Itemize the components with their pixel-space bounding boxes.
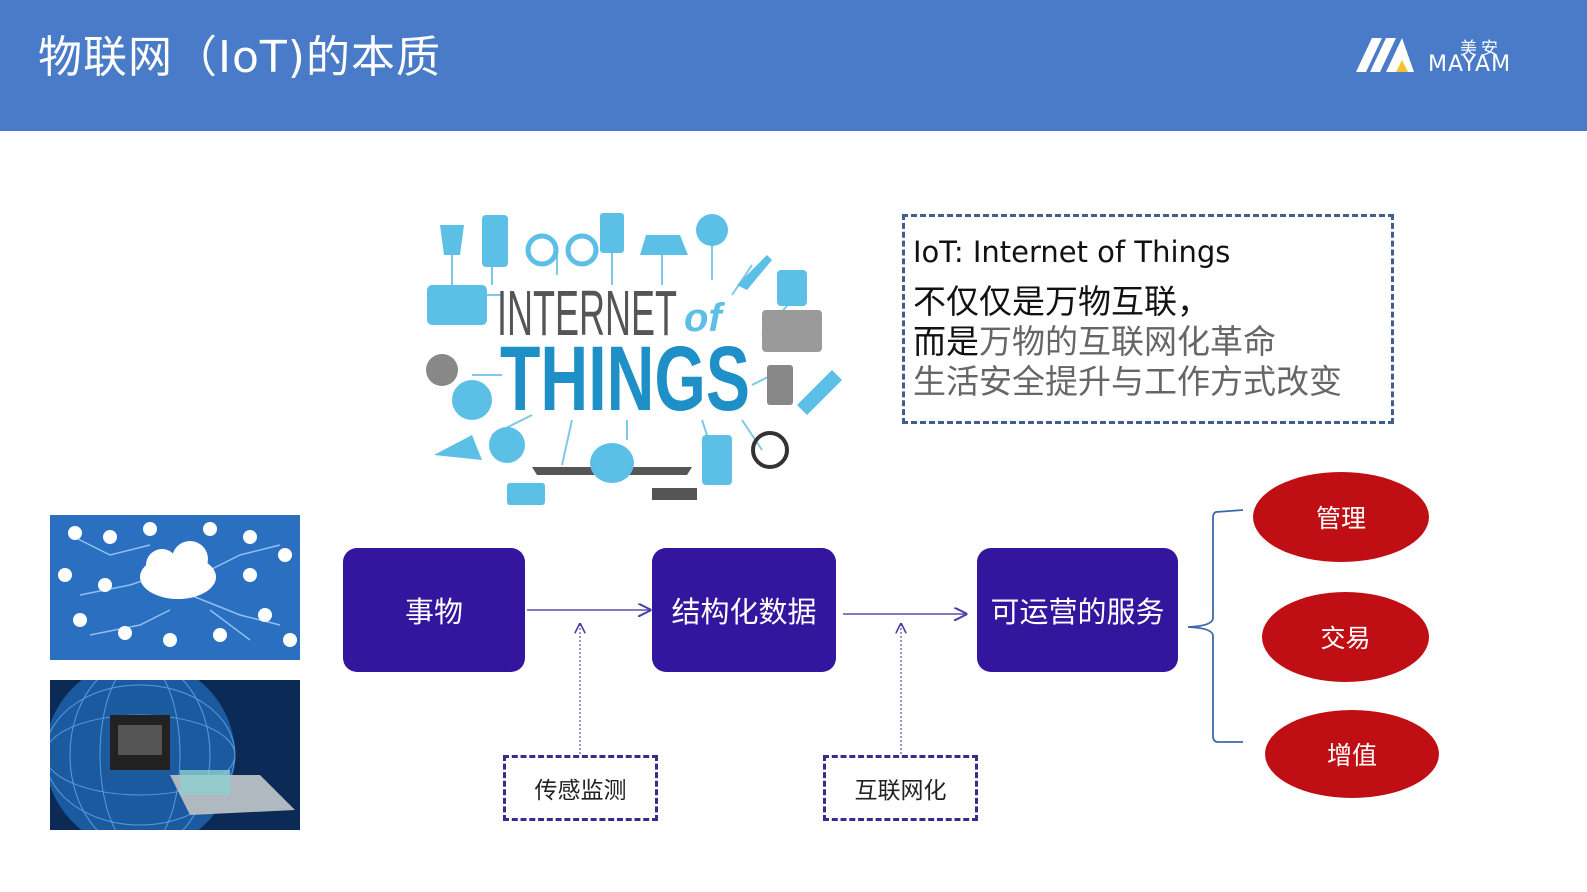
page-title: 物联网（IoT)的本质 [38, 32, 441, 83]
logo-chinese-text: 美安 [1460, 39, 1502, 59]
callout-line-2: 不仅仅是万物互联， [913, 282, 1210, 321]
callout-line-3-rest: 万物的互联网化革命 [979, 322, 1276, 361]
plant-icon [440, 225, 464, 255]
callout-line-3-prefix: 而是 [913, 322, 979, 361]
iot-definition-callout: IoT: Internet of Things 不仅仅是万物互联， 而是万物的互… [902, 214, 1394, 424]
flow-node-things: 事物 [343, 548, 525, 672]
fridge-icon [600, 213, 624, 253]
scale-icon [777, 270, 807, 306]
airplane-icon [737, 255, 772, 290]
clock-icon [751, 431, 789, 469]
header-bar [0, 0, 1587, 131]
input-internetization: 互联网化 [823, 755, 978, 821]
speaker-icon [702, 435, 732, 485]
outcome-brace [1187, 509, 1244, 743]
laptop-icon [652, 488, 697, 500]
microwave-icon [762, 310, 822, 352]
ethernet-globe-image [50, 680, 300, 830]
callout-line-1: IoT: Internet of Things [913, 235, 1231, 269]
gear-icon [426, 354, 458, 386]
things-word: THINGS [500, 328, 750, 430]
fan-icon [696, 214, 728, 246]
telephone-icon [489, 427, 525, 463]
internet-of-things-illustration: INTERNET of THINGS [412, 205, 860, 505]
callout-line-4: 生活安全提升与工作方式改变 [913, 362, 1342, 401]
of-word: of [684, 296, 725, 340]
flow-node-operable-service: 可运营的服务 [977, 548, 1178, 672]
train-icon [427, 285, 487, 325]
bicycle-icon [525, 233, 559, 267]
tv-icon [507, 483, 545, 505]
flow-node-structured-data: 结构化数据 [652, 548, 836, 672]
phone-icon [482, 215, 508, 267]
car-icon [640, 235, 688, 255]
outcome-trading: 交易 [1262, 592, 1429, 682]
mayam-logo-icon [1356, 38, 1414, 72]
iron-icon [434, 435, 482, 460]
internet-word: INTERNET [497, 277, 677, 349]
input-sensing-monitoring: 传感监测 [503, 755, 658, 821]
trash-icon [767, 365, 793, 405]
outcome-value-added: 增值 [1265, 710, 1439, 798]
callout-line-3: 而是万物的互联网化革命 [913, 315, 1276, 363]
logo-english-text: MAYAM [1428, 52, 1512, 77]
plug-icon [797, 370, 842, 415]
outcome-management: 管理 [1253, 472, 1429, 562]
cloud-network-image [50, 515, 300, 660]
